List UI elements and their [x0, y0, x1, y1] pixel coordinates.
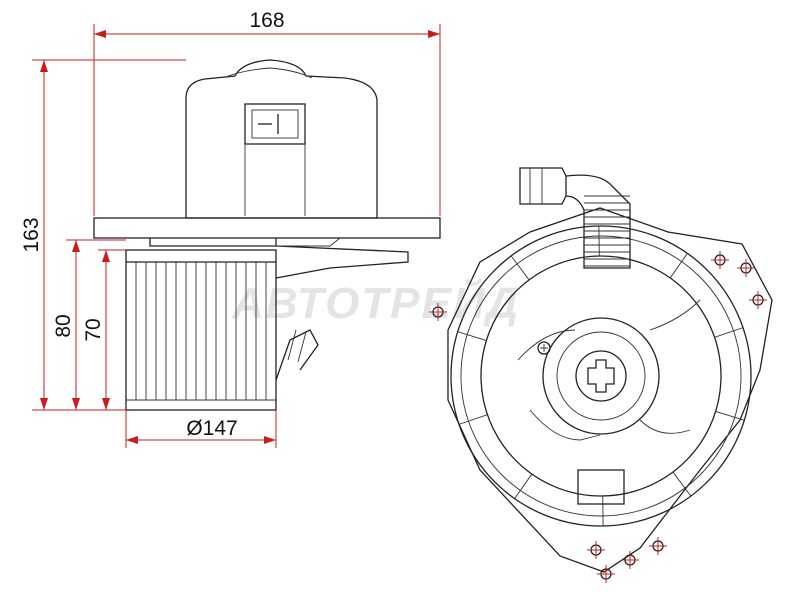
height-163-label: 163 [20, 217, 43, 252]
hub-inner [575, 350, 627, 402]
dimension-163: 163 [20, 59, 186, 411]
dimension-diameter-147: Ø147 [125, 410, 277, 448]
width-168-label: 168 [249, 9, 284, 32]
bottom-tab [577, 469, 625, 505]
spoke [458, 414, 488, 425]
fan-blades [126, 262, 276, 401]
spoke [714, 327, 744, 338]
outer-ring [450, 225, 752, 527]
mounting-holes [429, 251, 767, 583]
spoke [669, 253, 688, 279]
spoke [457, 331, 487, 341]
dimension-80: 80 [52, 239, 126, 410]
electrical-connector [244, 103, 306, 145]
fan-wheel [125, 249, 277, 411]
height-70-label: 70 [82, 318, 105, 341]
mounting-flange [93, 217, 441, 239]
inner-ring [480, 255, 722, 497]
spoke [715, 411, 745, 421]
dimension-70: 70 [82, 249, 126, 410]
hub-outer [542, 317, 660, 435]
height-80-label: 80 [52, 314, 75, 337]
spoke [514, 473, 533, 499]
spoke [510, 255, 530, 281]
dimension-168: 168 [93, 9, 441, 216]
hose-connector [519, 167, 567, 205]
side-view [93, 59, 441, 411]
hose [565, 174, 631, 269]
motor-housing [185, 59, 378, 219]
screw [537, 341, 551, 355]
spokes [457, 226, 745, 526]
shaft [587, 359, 615, 393]
mounting-plate [447, 207, 773, 573]
front-view [429, 167, 773, 583]
diameter-147-label: Ø147 [186, 417, 237, 440]
watermark-text: АВТОТРЕЙД [231, 277, 520, 328]
spoke [672, 471, 692, 497]
